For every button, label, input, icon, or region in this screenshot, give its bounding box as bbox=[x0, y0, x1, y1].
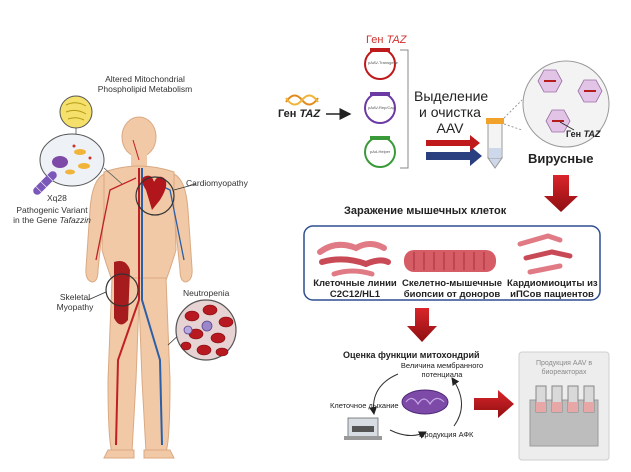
variant-label-line1: Pathogenic Variant bbox=[16, 205, 88, 215]
respiration-label: Клеточное дыхание bbox=[330, 401, 399, 410]
isolation-line3: AAV bbox=[436, 120, 464, 136]
arrow-to-tube bbox=[426, 146, 482, 166]
virus-zoom bbox=[522, 60, 610, 148]
gene-prefix: Ген bbox=[278, 108, 300, 120]
ros-production-label: Продукция АФК bbox=[419, 430, 474, 439]
bioreactor-label: Продукция AAV в биореакторах bbox=[521, 359, 607, 377]
biopsy-line1: Скелетно-мышечные bbox=[401, 278, 503, 289]
isolation-label: Выделение и очистка AAV bbox=[414, 88, 489, 136]
plasmid-transgene bbox=[364, 48, 396, 80]
cardiomyocytes-image bbox=[517, 233, 573, 275]
bioreactor-line1: Продукция AAV в bbox=[535, 360, 593, 367]
plasmid1-label: pAAV-Transgene bbox=[368, 60, 399, 65]
membrane-line1: Величина мембранного bbox=[400, 361, 484, 370]
variant-label: Pathogenic Variant in the Gene Tafazzin bbox=[2, 205, 102, 226]
variant-label-prefix: in the Gene bbox=[13, 214, 60, 225]
gene-top-name: TAZ bbox=[386, 34, 407, 46]
arrow-cells-to-assessment bbox=[407, 308, 437, 342]
gene-top-label: Ген TAZ bbox=[366, 34, 406, 46]
neutropenia-callout bbox=[167, 299, 237, 361]
gene-virus-label: Ген TAZ bbox=[566, 129, 600, 139]
seahorse-instrument-icon bbox=[344, 417, 382, 440]
variant-gene: Tafazzin bbox=[59, 214, 91, 225]
mitochondrion-icon bbox=[401, 389, 449, 415]
biopsy-label: Скелетно-мышечные биопсии от доноров bbox=[400, 278, 504, 300]
neutropenia-label: Neutropenia bbox=[183, 288, 230, 298]
plasmid3-label: pAd-Helper bbox=[370, 149, 391, 154]
skeletal-line1: Skeletal bbox=[59, 292, 91, 302]
cell-line-line1: Клеточные линии bbox=[313, 278, 397, 289]
gene-label: Ген TAZ bbox=[278, 108, 320, 120]
cardiomyocyte-line2: иПСов пациентов bbox=[510, 289, 594, 300]
gene-virus-prefix: Ген bbox=[566, 129, 584, 139]
bioreactor-panel bbox=[518, 351, 610, 461]
gene-name: TAZ bbox=[299, 108, 321, 120]
cells-box bbox=[303, 225, 601, 301]
assessment-cycle bbox=[369, 373, 462, 439]
plasmid-bracket bbox=[400, 49, 409, 169]
arrow-to-bioreactor bbox=[474, 390, 514, 418]
cardiomyocyte-label: Кардиомиоциты из иПСов пациентов bbox=[507, 278, 598, 300]
mito-label-line1: Altered Mitochondrial bbox=[105, 74, 185, 84]
skeletal-label: Skeletal Myopathy bbox=[50, 292, 100, 313]
cardiomyopathy-label: Cardiomyopathy bbox=[186, 178, 248, 188]
arrow-viral-to-infection bbox=[544, 175, 578, 212]
viral-label: Вирусные bbox=[528, 151, 594, 166]
membrane-label: Величина мембранного потенциала bbox=[400, 361, 484, 379]
isolation-line2: и очистка bbox=[419, 104, 481, 120]
gene-top-prefix: Ген bbox=[366, 34, 387, 46]
arrow-red-isolation bbox=[426, 135, 480, 151]
c2c12-cells-image bbox=[317, 241, 391, 277]
cardiomyocyte-line1: Кардиомиоциты из bbox=[507, 278, 598, 289]
infection-title: Заражение мышечных клеток bbox=[344, 205, 507, 217]
mitochondria-callout bbox=[33, 95, 123, 195]
skeletal-line2: Myopathy bbox=[56, 301, 94, 312]
chromosome-label: Xq28 bbox=[47, 193, 67, 203]
dna-helix-icon bbox=[285, 94, 319, 106]
heart-callout bbox=[135, 176, 197, 216]
mito-label-line2: Phospholipid Metabolism bbox=[97, 83, 193, 94]
plasmid-rep-cap bbox=[364, 92, 396, 124]
skeletal-callout bbox=[87, 273, 139, 307]
cell-line-line2: C2C12/HL1 bbox=[329, 289, 381, 300]
biopsy-line2: биопсии от доноров bbox=[403, 289, 501, 300]
muscle-biopsy-image bbox=[404, 250, 496, 272]
plasmid-helper bbox=[364, 136, 396, 168]
assessment-title: Оценка функции митохондрий bbox=[343, 350, 480, 360]
mito-label: Altered Mitochondrial Phospholipid Metab… bbox=[80, 74, 210, 95]
cell-line-label: Клеточные линии C2C12/HL1 bbox=[313, 278, 397, 300]
human-body bbox=[85, 116, 193, 459]
membrane-line2: потенциала bbox=[421, 370, 463, 379]
aav-tube bbox=[486, 118, 504, 169]
bioreactor-line2: биореакторах bbox=[541, 369, 587, 376]
gene-virus-name: TAZ bbox=[583, 129, 601, 139]
plasmid2-label: pAAV-Rep/Cap bbox=[368, 105, 395, 110]
isolation-line1: Выделение bbox=[414, 88, 489, 104]
